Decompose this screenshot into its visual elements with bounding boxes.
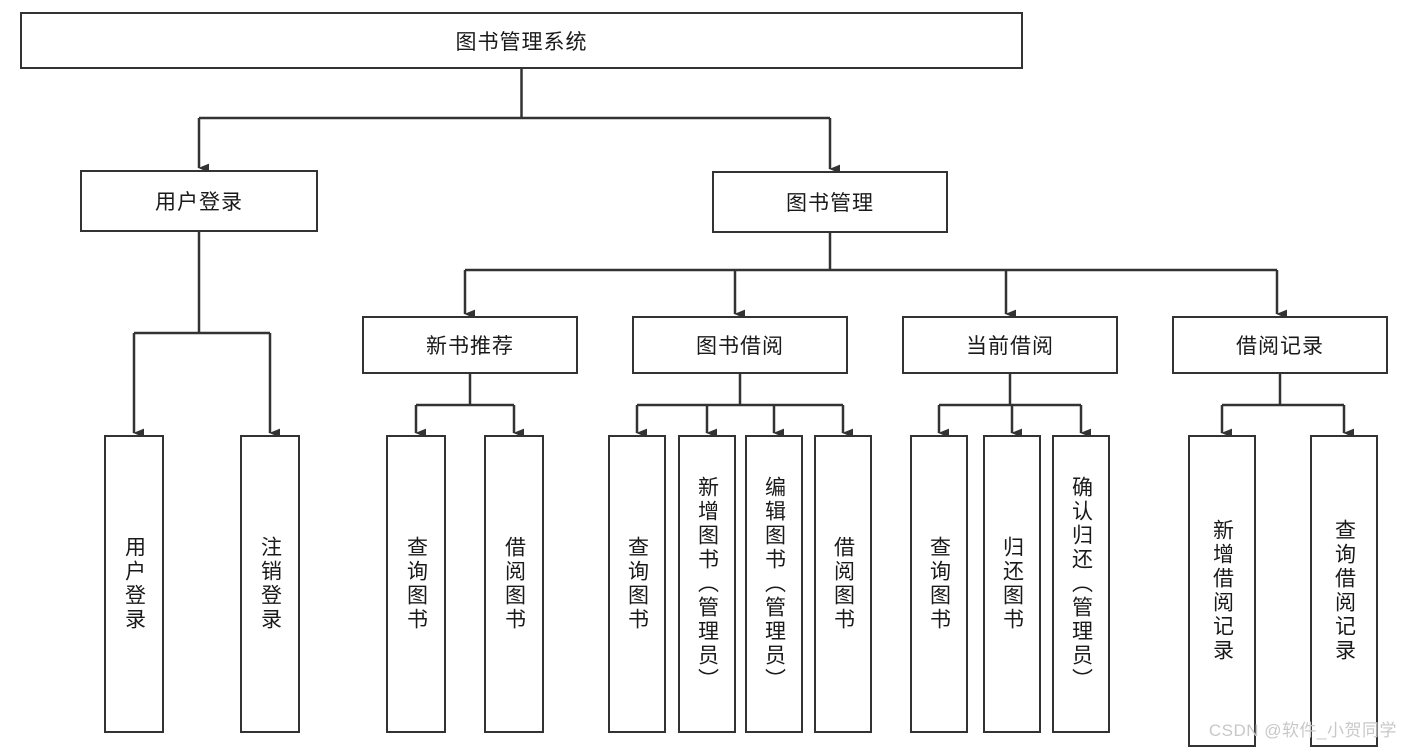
node-book-management-label: 图书管理 [786, 192, 874, 215]
leaf-record-add-label: 新增借阅记录 [1210, 519, 1234, 663]
node-root[interactable]: 图书管理系统 [20, 12, 1023, 69]
node-new-book-recommend[interactable]: 新书推荐 [362, 316, 578, 374]
leaf-current-confirm-return-label: 确认归还（管理员） [1069, 476, 1093, 692]
leaf-current-confirm-return[interactable]: 确认归还（管理员） [1052, 435, 1110, 733]
leaf-borrow-add-book[interactable]: 新增图书（管理员） [678, 435, 736, 733]
leaf-new-borrow-book-label: 借阅图书 [502, 536, 526, 632]
leaf-record-query-label: 查询借阅记录 [1332, 519, 1356, 663]
node-new-book-recommend-label: 新书推荐 [426, 335, 514, 358]
node-book-borrow-label: 图书借阅 [696, 335, 784, 358]
csdn-watermark: CSDN @软件_小贺同学 [1208, 721, 1397, 740]
leaf-borrow-edit-book-label: 编辑图书（管理员） [762, 476, 786, 692]
leaf-borrow-borrow-book[interactable]: 借阅图书 [814, 435, 872, 733]
node-user-login[interactable]: 用户登录 [80, 170, 318, 232]
leaf-new-query-book[interactable]: 查询图书 [386, 435, 446, 733]
leaf-borrow-borrow-book-label: 借阅图书 [831, 536, 855, 632]
node-book-borrow[interactable]: 图书借阅 [632, 316, 848, 374]
leaf-borrow-edit-book[interactable]: 编辑图书（管理员） [745, 435, 803, 733]
node-borrow-record[interactable]: 借阅记录 [1172, 316, 1388, 374]
node-book-management[interactable]: 图书管理 [712, 171, 948, 233]
node-user-login-label: 用户登录 [155, 191, 243, 214]
leaf-logout[interactable]: 注销登录 [240, 435, 300, 733]
node-root-label: 图书管理系统 [455, 30, 588, 54]
leaf-record-query[interactable]: 查询借阅记录 [1310, 435, 1378, 747]
leaf-borrow-add-book-label: 新增图书（管理员） [695, 476, 719, 692]
leaf-current-return-book[interactable]: 归还图书 [983, 435, 1041, 733]
leaf-logout-label: 注销登录 [258, 536, 282, 632]
leaf-new-query-book-label: 查询图书 [404, 536, 428, 632]
leaf-user-login-label: 用户登录 [122, 536, 146, 632]
node-borrow-record-label: 借阅记录 [1236, 335, 1324, 358]
node-current-borrow[interactable]: 当前借阅 [902, 316, 1118, 374]
node-current-borrow-label: 当前借阅 [966, 335, 1054, 358]
leaf-user-login[interactable]: 用户登录 [104, 435, 164, 733]
leaf-borrow-query-book-label: 查询图书 [625, 536, 649, 632]
leaf-current-return-book-label: 归还图书 [1000, 536, 1024, 632]
leaf-record-add[interactable]: 新增借阅记录 [1188, 435, 1256, 747]
leaf-current-query-book-label: 查询图书 [927, 536, 951, 632]
leaf-current-query-book[interactable]: 查询图书 [910, 435, 968, 733]
leaf-new-borrow-book[interactable]: 借阅图书 [484, 435, 544, 733]
leaf-borrow-query-book[interactable]: 查询图书 [608, 435, 666, 733]
